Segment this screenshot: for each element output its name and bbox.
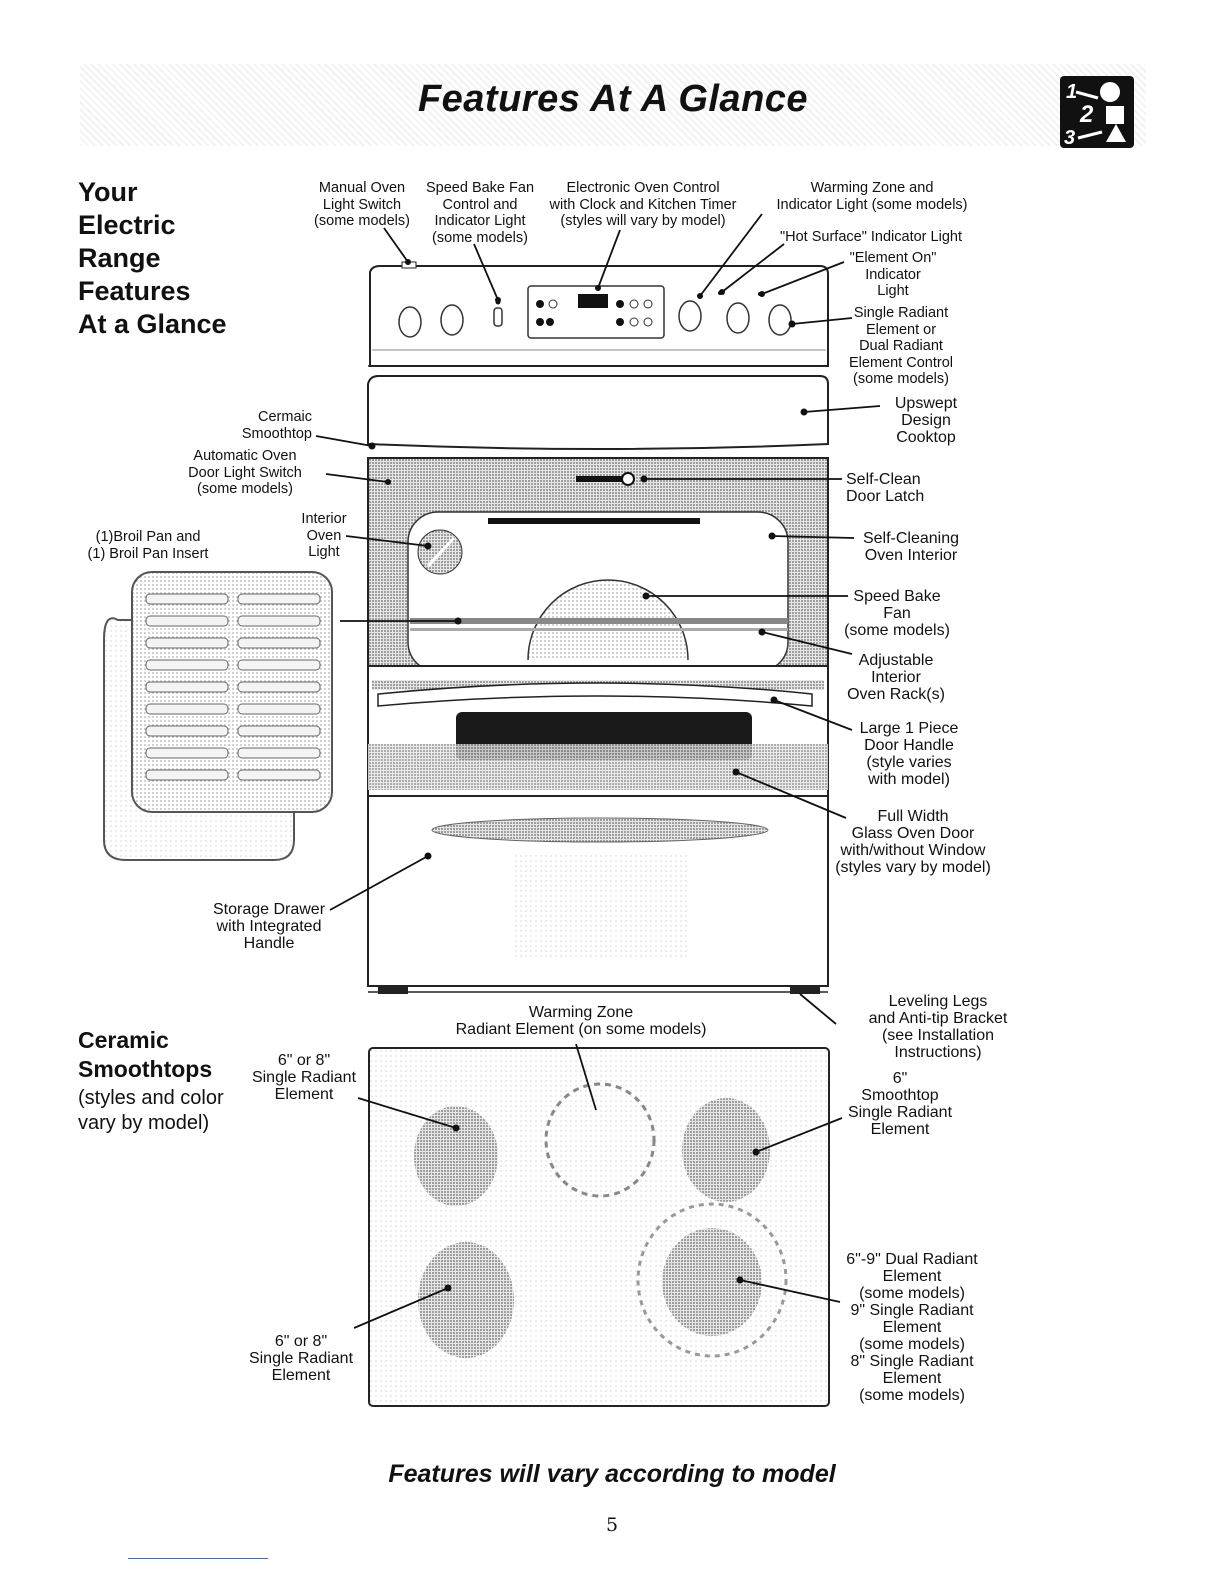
- label-speed-bake-fan-control: Speed Bake Fan Control and Indicator Lig…: [425, 180, 535, 246]
- label-electronic-oven-control: Electronic Oven Control with Clock and K…: [549, 180, 737, 229]
- heading-line: At a Glance: [78, 309, 227, 339]
- door-latch: [576, 476, 628, 482]
- label-broil-pan: (1)Broil Pan and (1) Broil Pan Insert: [87, 529, 209, 562]
- label-warming-zone-element: Warming Zone Radiant Element (on some mo…: [455, 1004, 707, 1038]
- step-2-text: 2: [1079, 101, 1094, 128]
- oven-light-switch[interactable]: [493, 307, 503, 327]
- label-leveling-legs: Leveling Legs and Anti-tip Bracket (see …: [868, 993, 1008, 1061]
- upswept-cooktop: [367, 365, 829, 450]
- radiant-element-right-top: [682, 1098, 770, 1202]
- burner-knob[interactable]: [726, 302, 750, 334]
- label-storage-drawer: Storage Drawer with Integrated Handle: [212, 901, 326, 952]
- label-interior-oven-light: Interior Oven Light: [301, 511, 347, 560]
- label-glass-oven-door: Full Width Glass Oven Door with/without …: [835, 808, 991, 876]
- burner-knob[interactable]: [678, 300, 702, 332]
- label-upswept-cooktop: Upswept Design Cooktop: [894, 395, 958, 446]
- callout-dots: [368, 259, 808, 1292]
- ceramic-heading-title: Ceramic Smoothtops: [78, 1027, 213, 1082]
- label-door-handle: Large 1 Piece Door Handle (style varies …: [859, 720, 959, 788]
- steps-icon: 1 2 3: [1060, 76, 1134, 149]
- page-title: Features At A Glance: [417, 78, 809, 120]
- warming-zone-element: [544, 1082, 656, 1198]
- section-heading-range: Your Electric Range Features At a Glance: [78, 176, 227, 341]
- ceramic-smoothtop: [368, 1047, 830, 1407]
- triangle-shape-icon: [1106, 124, 1126, 142]
- oven-rack: [410, 618, 788, 624]
- radiant-element-left-bottom: [418, 1242, 514, 1358]
- label-hot-surface-indicator: "Hot Surface" Indicator Light: [780, 229, 962, 245]
- label-dual-radiant-element: 6"-9" Dual Radiant Element (some models)…: [846, 1251, 978, 1404]
- label-cermaic-smoothtop: Cermaic Smoothtop: [241, 409, 312, 442]
- bottom-rule: [128, 1558, 268, 1559]
- heading-line: Range: [78, 243, 161, 273]
- burner-knob[interactable]: [398, 306, 422, 338]
- label-element-on-indicator: "Element On" Indicator Light: [849, 250, 937, 299]
- broil-pan: [103, 571, 333, 861]
- label-automatic-oven-door-light-switch: Automatic Oven Door Light Switch (some m…: [188, 448, 302, 497]
- callout-leaders: [315, 213, 881, 1329]
- burner-knob[interactable]: [440, 304, 464, 336]
- title-banner: Features At A Glance: [80, 64, 1146, 146]
- page-number: 5: [605, 1514, 619, 1536]
- control-panel: [369, 261, 829, 367]
- drawer-handle[interactable]: [431, 817, 769, 843]
- clock-display: [578, 294, 608, 308]
- label-speed-bake-fan: Speed Bake Fan (some models): [844, 588, 950, 639]
- heading-line: Electric: [78, 210, 176, 240]
- label-self-cleaning-oven-interior: Self-Cleaning Oven Interior: [862, 530, 960, 564]
- radiant-element-left-top: [414, 1106, 498, 1206]
- footer-note: Features will vary according to model: [388, 1460, 836, 1488]
- door-handle[interactable]: [377, 682, 813, 707]
- label-adjustable-oven-racks: Adjustable Interior Oven Rack(s): [847, 652, 945, 703]
- label-self-clean-door-latch: Self-Clean Door Latch: [846, 471, 925, 505]
- burner-knob[interactable]: [768, 304, 792, 336]
- label-element-control: Single Radiant Element or Dual Radiant E…: [849, 305, 953, 387]
- label-single-radiant-left-bottom: 6" or 8" Single Radiant Element: [248, 1333, 354, 1384]
- electronic-oven-control[interactable]: [527, 285, 665, 339]
- step-3-text: 3: [1064, 127, 1075, 148]
- ceramic-heading-subtitle: (styles and color vary by model): [78, 1087, 224, 1134]
- oven-body: [367, 457, 829, 673]
- label-warming-zone-indicator: Warming Zone and Indicator Light (some m…: [776, 180, 968, 213]
- oven-door[interactable]: [367, 665, 829, 797]
- section-heading-ceramic: Ceramic Smoothtops (styles and color var…: [78, 1026, 224, 1136]
- label-manual-oven-light-switch: Manual Oven Light Switch (some models): [314, 180, 410, 229]
- heading-line: Your: [78, 177, 138, 207]
- label-smoothtop-single-radiant: 6" Smoothtop Single Radiant Element: [847, 1070, 953, 1138]
- step-1-text: 1: [1066, 81, 1077, 103]
- radiant-element-right-bottom: [662, 1228, 762, 1336]
- circle-shape-icon: [1100, 82, 1120, 102]
- square-shape-icon: [1106, 106, 1124, 124]
- storage-drawer[interactable]: [367, 795, 829, 994]
- heading-line: Features: [78, 276, 191, 306]
- label-single-radiant-left-top: 6" or 8" Single Radiant Element: [251, 1052, 357, 1103]
